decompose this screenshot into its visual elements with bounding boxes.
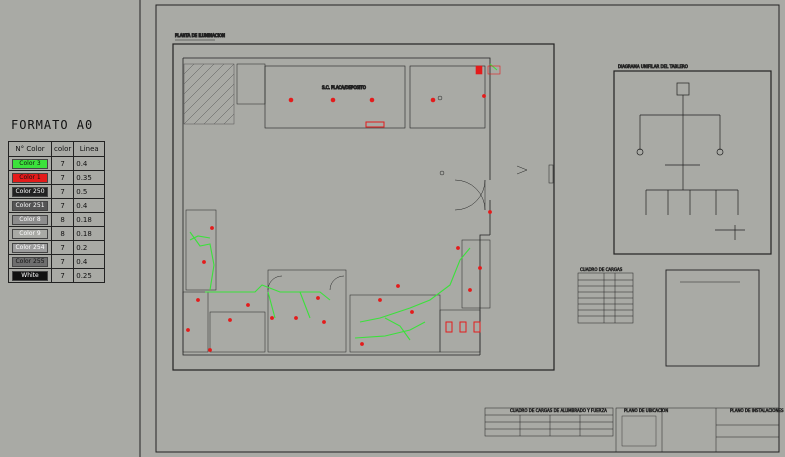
color-swatch: Color 9 — [12, 228, 48, 239]
legend-linea-value: 0.4 — [73, 254, 106, 269]
legend-swatch-cell: White — [8, 268, 52, 283]
load-schedule: CUADRO DE CARGAS — [577, 267, 760, 367]
legend-color-value: 7 — [50, 170, 75, 185]
legend-swatch-cell: Color 255 — [8, 254, 52, 269]
legend-color-value: 7 — [50, 184, 75, 199]
legend-linea-value: 0.25 — [73, 268, 106, 283]
header-linea: Linea — [73, 141, 106, 157]
legend-linea-value: 0.4 — [73, 156, 106, 171]
legend-color-value: 8 — [50, 226, 75, 241]
legend-color-value: 7 — [50, 198, 75, 213]
green-circuits — [189, 63, 498, 341]
legend-color-value: 7 — [50, 254, 75, 269]
legend-swatch-cell: Color 9 — [8, 226, 52, 241]
hatched-area — [183, 63, 235, 125]
legend-linea-value: 0.18 — [73, 226, 106, 241]
color-swatch: Color 1 — [12, 172, 48, 183]
keyplan-title: PLANO DE UBICACION — [624, 408, 668, 413]
color-swatch: White — [12, 270, 48, 281]
color-swatch: Color 8 — [12, 214, 48, 225]
color-swatch: Color 254 — [12, 242, 48, 253]
legend-linea-value: 0.5 — [73, 184, 106, 199]
red-devices — [186, 65, 501, 352]
color-swatch: Color 251 — [12, 200, 48, 211]
title-block-title: PLANO DE INSTALACIONES — [730, 408, 784, 413]
diagram-title: DIAGRAMA UNIFILAR DEL TABLERO — [618, 64, 688, 69]
color-swatch: Color 255 — [12, 256, 48, 267]
legend-swatch-cell: Color 251 — [8, 198, 52, 213]
legend-color-value: 7 — [50, 268, 75, 283]
legend-linea-value: 0.18 — [73, 212, 106, 227]
legend-title: FORMATO A0 — [11, 118, 94, 132]
legend-header-row: N° Color color Linea — [8, 141, 106, 157]
legend-linea-value: 0.4 — [73, 198, 106, 213]
floor-plan: PLANTA DE ILUMINACION S.C. PLACA/DEPOSIT… — [172, 33, 555, 371]
sheet-border — [139, 0, 780, 457]
schedule-title: CUADRO DE CARGAS — [580, 267, 623, 272]
header-color: color — [50, 141, 75, 157]
legend-color-value: 7 — [50, 156, 75, 171]
plan-title: PLANTA DE ILUMINACION — [175, 33, 225, 38]
legend-swatch-cell: Color 3 — [8, 156, 52, 171]
bottom-table-title: CUADRO DE CARGAS DE ALUMBRADO Y FUERZA — [510, 408, 607, 413]
legend-linea-value: 0.35 — [73, 170, 106, 185]
legend-swatch-cell: Color 250 — [8, 184, 52, 199]
legend-color-value: 8 — [50, 212, 75, 227]
color-swatch: Color 250 — [12, 186, 48, 197]
color-swatch: Color 3 — [12, 158, 48, 169]
legend-swatch-cell: Color 1 — [8, 170, 52, 185]
legend-swatch-cell: Color 8 — [8, 212, 52, 227]
area-label: S.C. PLACA/DEPOSITO — [322, 85, 366, 90]
legend-linea-value: 0.2 — [73, 240, 106, 255]
header-color-number: N° Color — [8, 141, 52, 157]
title-block: CUADRO DE CARGAS DE ALUMBRADO Y FUERZA P… — [484, 407, 784, 453]
legend-swatch-cell: Color 254 — [8, 240, 52, 255]
single-line-diagram: DIAGRAMA UNIFILAR DEL TABLERO — [613, 64, 772, 255]
legend-color-value: 7 — [50, 240, 75, 255]
